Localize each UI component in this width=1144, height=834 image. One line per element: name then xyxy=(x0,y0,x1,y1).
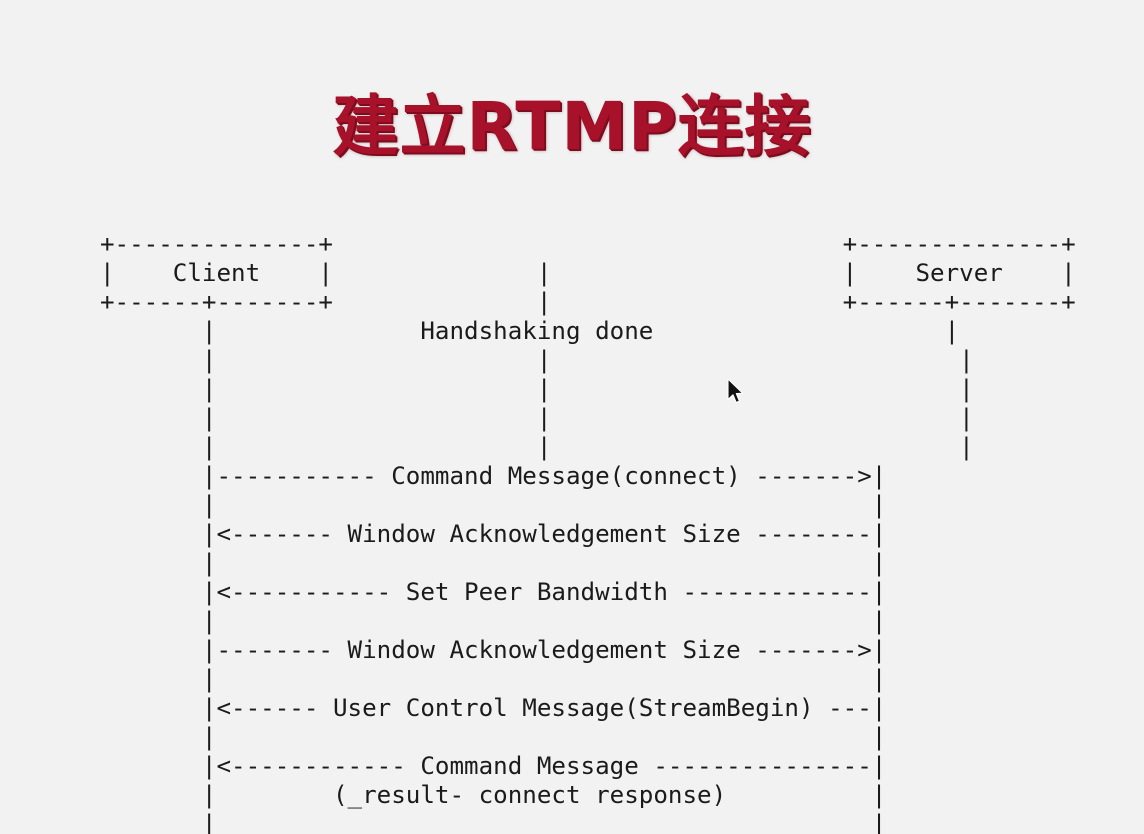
diagram-line: +--------------+ +--------------+ xyxy=(100,230,1076,259)
diagram-line: | | | xyxy=(100,346,974,375)
diagram-line: |<------ User Control Message(StreamBegi… xyxy=(100,694,887,723)
diagram-line: | | xyxy=(100,607,887,636)
diagram-line: | | xyxy=(100,491,887,520)
page-title: 建立RTMP连接 xyxy=(332,88,812,166)
diagram-line: | | | xyxy=(100,375,974,404)
diagram-line: |<------- Window Acknowledgement Size --… xyxy=(100,520,887,549)
diagram-line: | | xyxy=(100,665,887,694)
diagram-line: | Client | | | Server | xyxy=(100,259,1076,288)
diagram-line: |<------------ Command Message ---------… xyxy=(100,752,887,781)
diagram-line: |-------- Window Acknowledgement Size --… xyxy=(100,636,887,665)
diagram-line: | | | xyxy=(100,404,974,433)
diagram-line: | | xyxy=(100,723,887,752)
diagram-line: | | | xyxy=(100,433,974,462)
diagram-line: | | xyxy=(100,549,887,578)
diagram-line: +------+-------+ | +------+-------+ xyxy=(100,288,1076,317)
diagram-line: |<----------- Set Peer Bandwidth -------… xyxy=(100,578,887,607)
diagram-line: | (_result- connect response) | xyxy=(100,781,887,810)
title-area: 建立RTMP连接 xyxy=(0,48,1144,206)
diagram-line: |----------- Command Message(connect) --… xyxy=(100,462,887,491)
rtmp-handshake-sequence-diagram: +--------------+ +--------------+| Clien… xyxy=(100,230,1076,834)
diagram-line: | | xyxy=(100,810,887,834)
diagram-line: | Handshaking done | xyxy=(100,317,960,346)
